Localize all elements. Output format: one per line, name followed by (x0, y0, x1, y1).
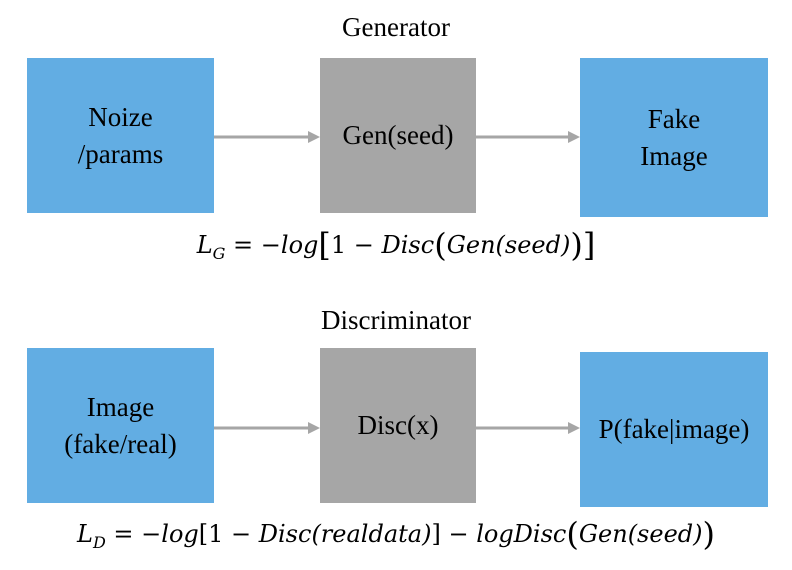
generator-title: Generator (342, 12, 450, 42)
discriminator-title: Discriminator (321, 305, 471, 335)
arrow-noise-to-gen (214, 131, 320, 143)
prob-fake-box: P(fake|image) (580, 352, 768, 507)
generator-loss-formula: LG = −log[1 − Disc(Gen(seed))] (196, 226, 596, 264)
params-label: /params (77, 138, 164, 169)
arrow-disc-to-prob (476, 422, 580, 434)
gen-seed-box: Gen(seed) (320, 58, 476, 213)
arrow-gen-to-fake (476, 131, 580, 143)
arrow-image-to-disc (214, 422, 320, 434)
discriminator-loss-formula: LD = −log[1 − Disc(realdata)] − logDisc(… (77, 515, 715, 553)
fake-label: Fake (647, 103, 701, 134)
fake-image-box: Fake Image (580, 58, 768, 217)
disc-x-box: Disc(x) (320, 348, 476, 503)
image-label: Image (640, 140, 708, 171)
image-fake-real-box: Image (fake/real) (27, 348, 214, 503)
noise-label: Noize (88, 101, 153, 132)
gen-seed-label: Gen(seed) (342, 120, 454, 150)
image-input-label: Image (86, 391, 155, 422)
disc-x-label: Disc(x) (357, 410, 439, 440)
fake-real-label: (fake/real) (64, 428, 177, 459)
prob-fake-label: P(fake|image) (598, 414, 750, 444)
noise-params-box: Noize /params (27, 58, 214, 213)
